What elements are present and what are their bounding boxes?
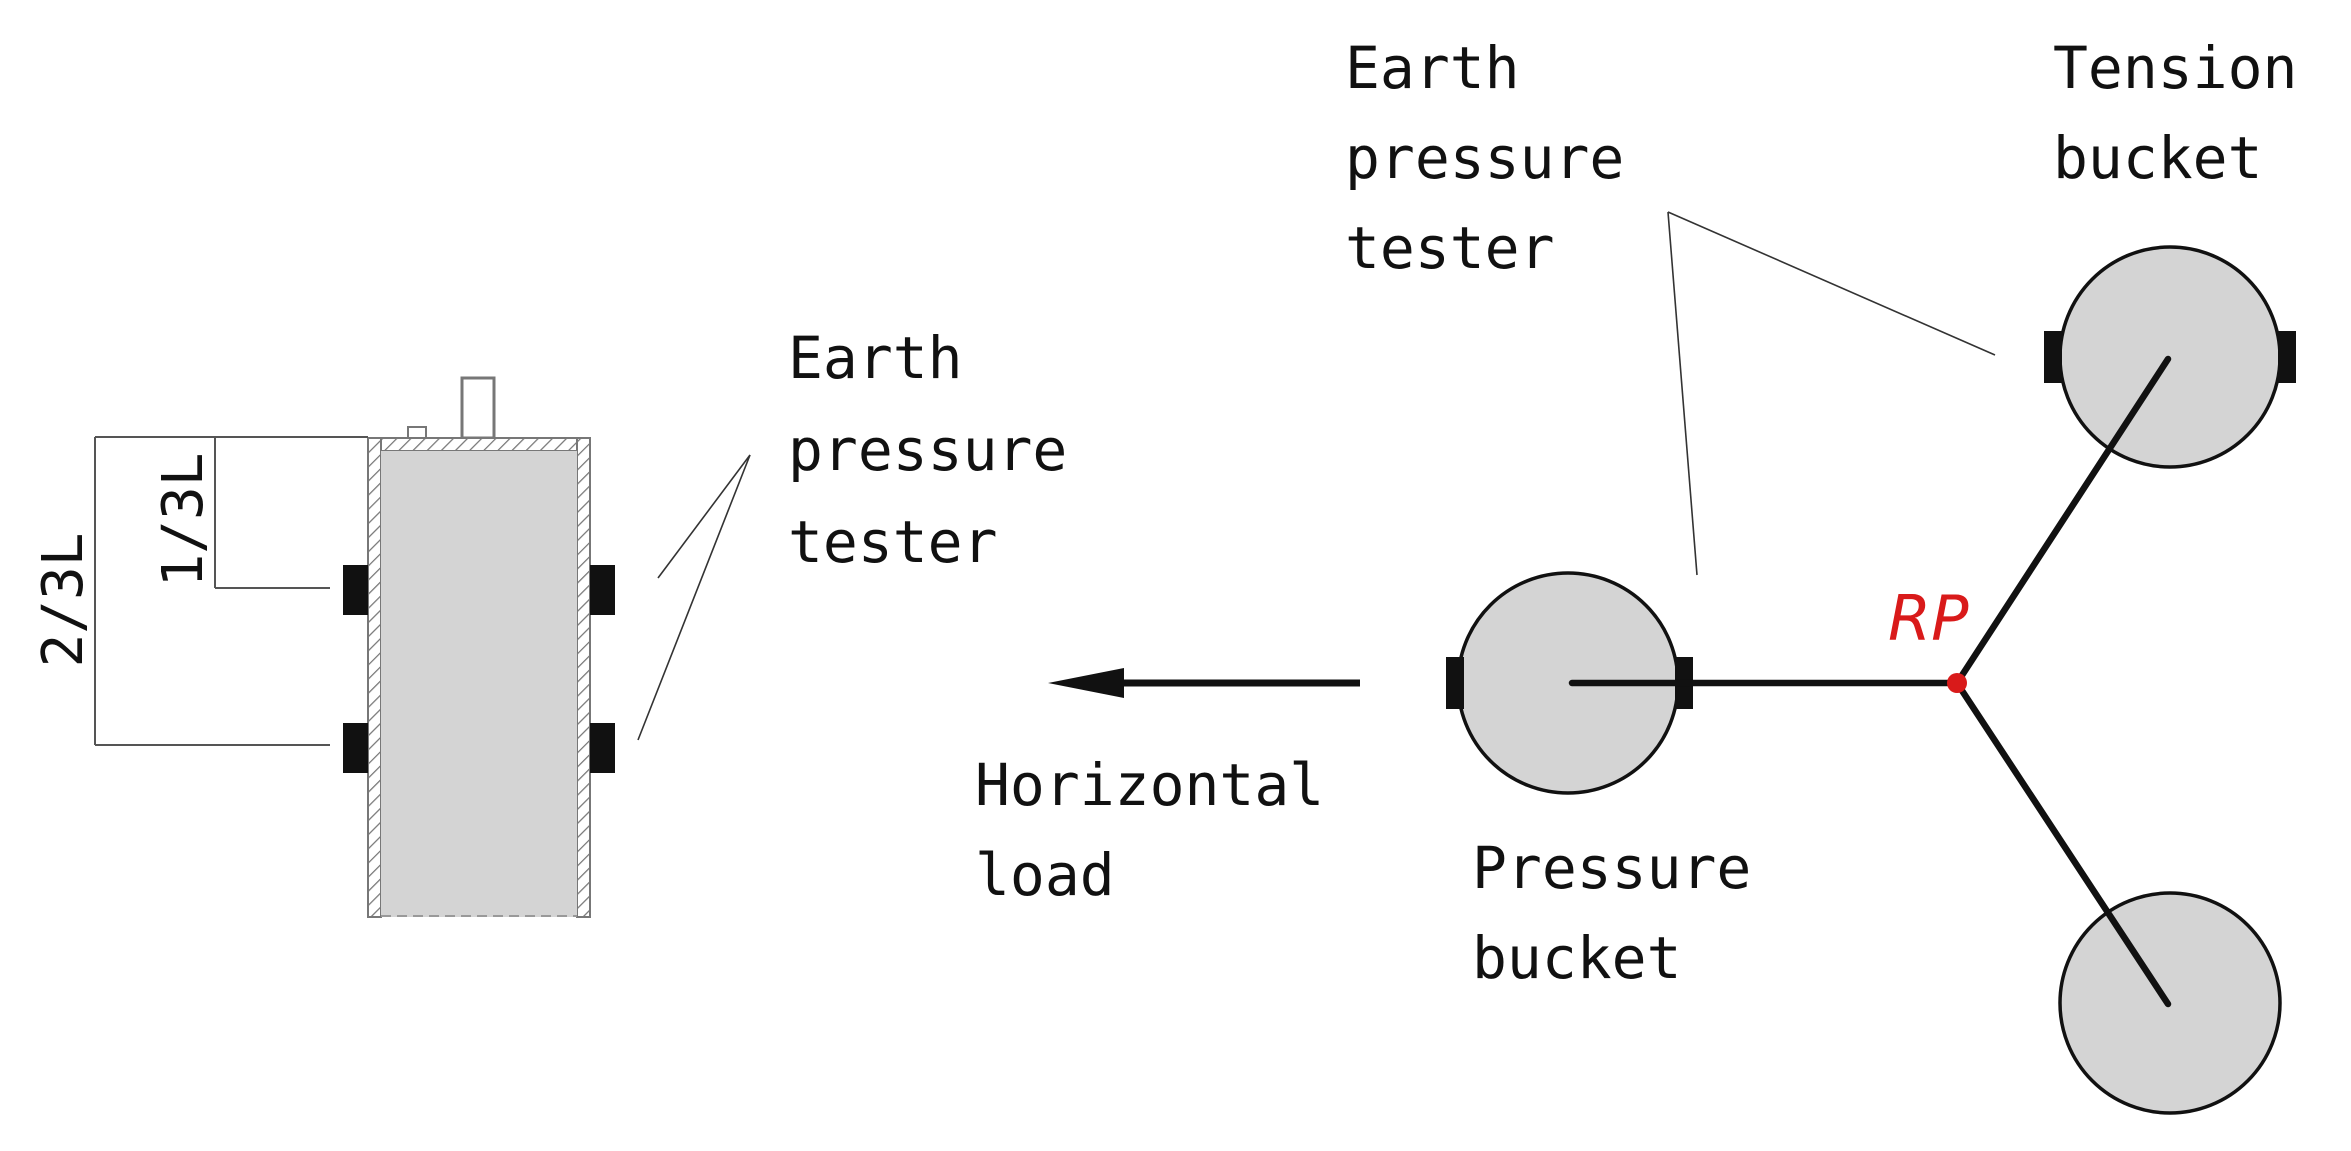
tester-left-line-1: Earth (788, 324, 963, 392)
rp-point (1947, 673, 1967, 693)
lid-valve (407, 426, 427, 439)
tester-top-leaders (1667, 211, 1996, 576)
tension-bucket-line-2: bucket (2053, 124, 2263, 192)
pressure-bucket-line-2: bucket (1472, 924, 1682, 992)
sensor-right-lower (590, 723, 615, 773)
arm-to-tension-top (1953, 355, 2172, 687)
arm-to-tension-bottom (1953, 679, 2172, 1008)
sensor-pressure-left (1446, 657, 1464, 709)
tester-top-line-2: pressure (1345, 124, 1624, 192)
tension-bucket-label: Tension bucket (2053, 34, 2332, 192)
pressure-bucket-line-1: Pressure (1472, 834, 1751, 902)
pressure-bucket-label: Pressure bucket (1472, 834, 1786, 992)
bucket-lid-wall (367, 437, 591, 452)
tester-left-label: Earth pressure tester (788, 324, 1102, 576)
sensor-left-lower (343, 723, 368, 773)
sensor-tension-right (2278, 331, 2296, 383)
bucket-left-wall (367, 437, 382, 918)
horizontal-load-line-2: load (975, 841, 1115, 909)
tester-left-line-2: pressure (788, 416, 1067, 484)
tension-bucket-line-1: Tension (2053, 34, 2297, 102)
sensor-tension-left (2044, 331, 2062, 383)
bucket-soil (381, 451, 577, 917)
rp-label: RP (1888, 582, 1969, 655)
dim-two-thirds-label: 2/3L (31, 533, 96, 668)
bucket-section (343, 376, 615, 918)
tester-top-label: Earth pressure tester (1345, 34, 1659, 282)
sensor-right-upper (590, 565, 615, 615)
dim-one-third-label: 1/3L (151, 453, 216, 588)
lid-stem (460, 376, 496, 440)
tripod-arms (1568, 355, 2172, 1008)
tester-top-line-3: tester (1345, 214, 1555, 282)
horizontal-load-arrow (1048, 668, 1360, 698)
horizontal-load-label: Horizontal load (975, 751, 1359, 909)
bucket-right-wall (576, 437, 591, 918)
tester-left-line-3: tester (788, 508, 998, 576)
sensor-left-upper (343, 565, 368, 615)
tester-top-line-1: Earth (1345, 34, 1520, 102)
dimensions (94, 436, 368, 746)
horizontal-load-line-1: Horizontal (975, 751, 1324, 819)
tester-left-leaders (637, 454, 751, 741)
